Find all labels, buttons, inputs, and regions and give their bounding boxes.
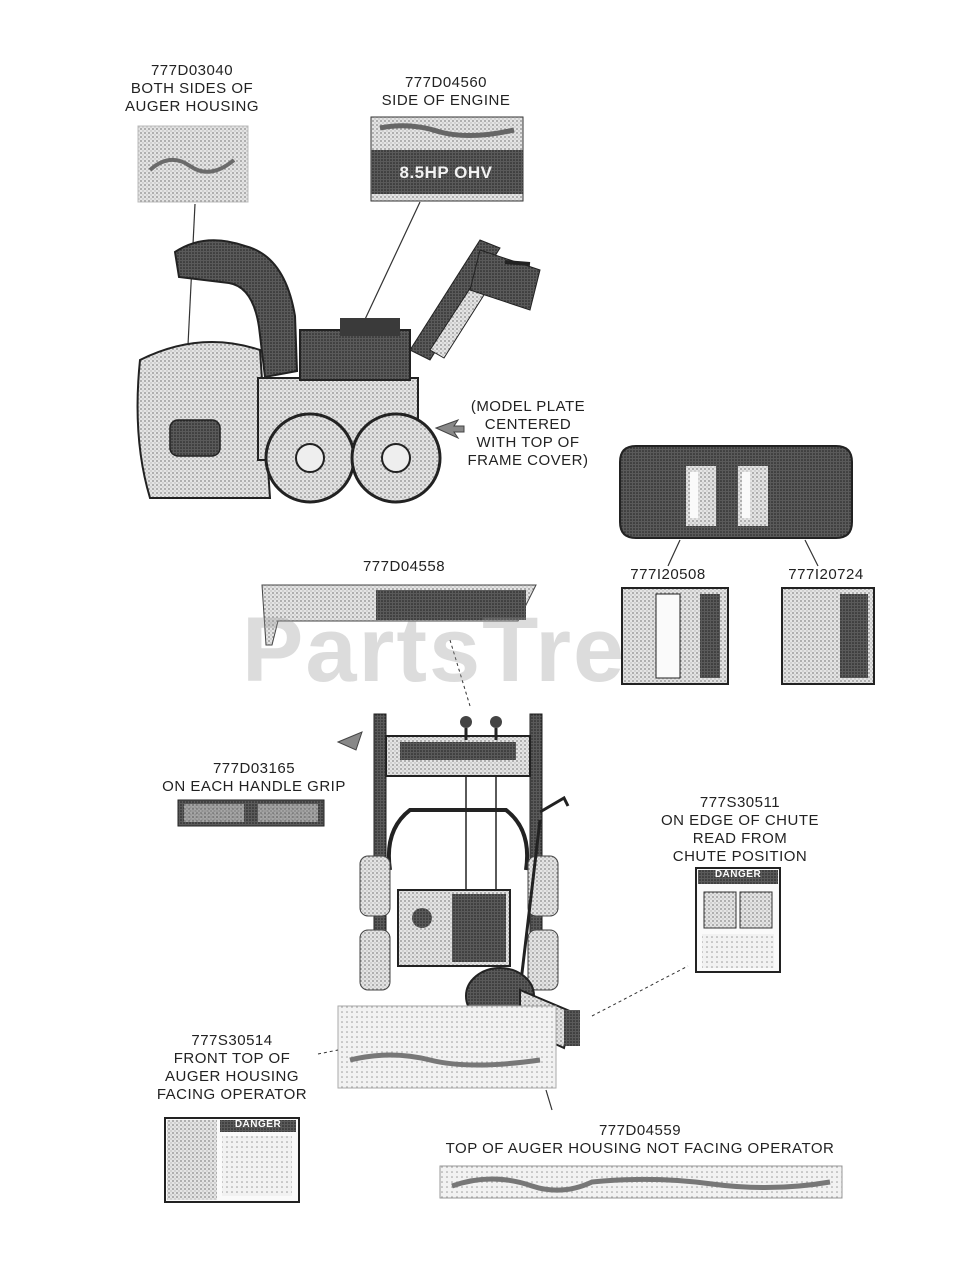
label-777d04560: 777D04560 SIDE OF ENGINE [381,74,511,109]
handle-grip-arrow [336,731,363,751]
label-777d03040: 777D03040 BOTH SIDES OF AUGER HOUSING [124,62,260,115]
label-777i20508: 777I20508 [630,566,706,583]
dash-panel-decal [619,445,853,539]
danger-right-text: DANGER [714,869,762,880]
model-plate-arrow [434,419,465,440]
label-777s30514: 777S30514 FRONT TOP OF AUGER HOUSING FAC… [156,1032,308,1103]
decal-777s30514[interactable] [164,1117,300,1203]
decal-777d04559[interactable] [439,1165,843,1199]
label-777d04558: 777D04558 [362,558,446,575]
engine-hp-decal-text: 8.5HP OHV [399,163,493,182]
label-model-plate: (MODEL PLATE CENTERED WITH TOP OF FRAME … [467,398,589,469]
watermark: PartsTre [242,599,627,701]
decal-777s30511[interactable] [695,867,781,973]
danger-left-text: DANGER [234,1119,282,1130]
label-777i20724: 777I20724 [788,566,864,583]
snowthrower-operator-view [337,713,580,1089]
decal-777d04560[interactable] [370,116,524,202]
snowthrower-side-view [136,239,541,504]
label-777d03165: 777D03165 ON EACH HANDLE GRIP [162,760,346,795]
label-777d04559: 777D04559 TOP OF AUGER HOUSING NOT FACIN… [445,1122,835,1157]
label-777s30511: 777S30511 ON EDGE OF CHUTE READ FROM CHU… [660,794,820,865]
decal-777d04558[interactable] [261,584,537,646]
